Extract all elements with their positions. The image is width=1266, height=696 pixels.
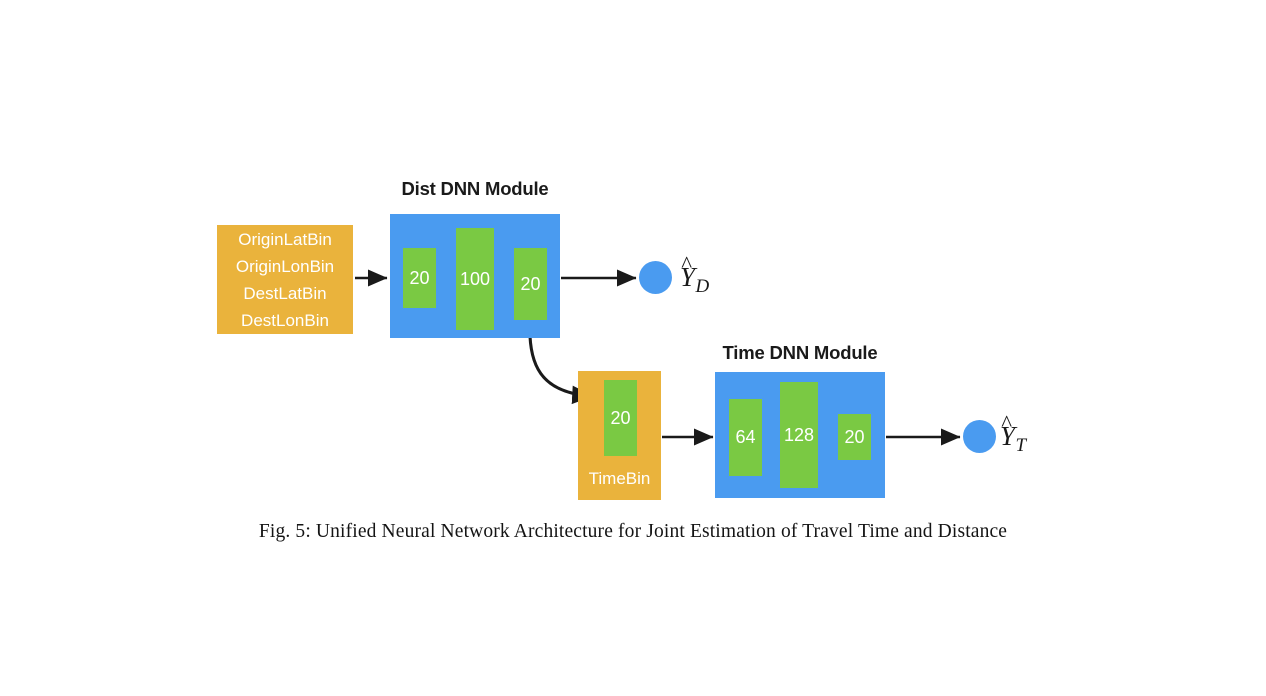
- input-feature-line: DestLatBin: [243, 283, 327, 303]
- dist-output-node: [639, 261, 672, 294]
- input-feature-line: OriginLatBin: [238, 229, 332, 249]
- dist-layer-1: 20: [403, 248, 436, 308]
- time-layer-2: 128: [780, 382, 818, 488]
- time-layer-1: 64: [729, 399, 762, 476]
- time-layer-3-label: 20: [844, 426, 865, 447]
- time-layer-1-label: 64: [735, 427, 756, 447]
- dist-layer-2-label: 100: [459, 268, 491, 289]
- dist-module-title: Dist DNN Module: [401, 178, 549, 199]
- dist-layer-3-label: 20: [520, 273, 541, 294]
- time-output-node: [963, 420, 996, 453]
- timebin-block: 20 TimeBin: [578, 371, 661, 500]
- timebin-layer: 20: [604, 380, 637, 456]
- time-layer-3: 20: [838, 414, 871, 460]
- dist-output-label: ^YD: [680, 253, 710, 297]
- input-feature-line: DestLonBin: [241, 310, 329, 330]
- time-output-label: ^YT: [1000, 412, 1027, 456]
- dist-layer-2: 100: [456, 228, 494, 330]
- dist-output-hat: ^: [681, 251, 693, 277]
- input-feature-block: OriginLatBin OriginLonBin DestLatBin Des…: [217, 225, 353, 334]
- figure-caption: Fig. 5: Unified Neural Network Architect…: [258, 521, 1008, 542]
- time-module-title: Time DNN Module: [722, 342, 878, 363]
- time-output-symbol: Y: [1000, 421, 1016, 451]
- time-layer-2-label: 128: [783, 424, 815, 445]
- dist-output-symbol: Y: [680, 262, 696, 292]
- timebin-layer-label: 20: [610, 407, 631, 428]
- input-feature-line: OriginLonBin: [235, 256, 335, 276]
- timebin-block-label: TimeBin: [588, 469, 651, 488]
- dist-output-subscript: D: [695, 275, 710, 297]
- time-dnn-module: 64 128 20: [715, 372, 885, 498]
- dist-dnn-module: 20 100 20: [390, 214, 560, 338]
- dist-layer-3: 20: [514, 248, 547, 320]
- dist-layer-1-label: 20: [409, 267, 430, 288]
- time-output-hat: ^: [1001, 410, 1013, 436]
- time-output-subscript: T: [1015, 434, 1027, 456]
